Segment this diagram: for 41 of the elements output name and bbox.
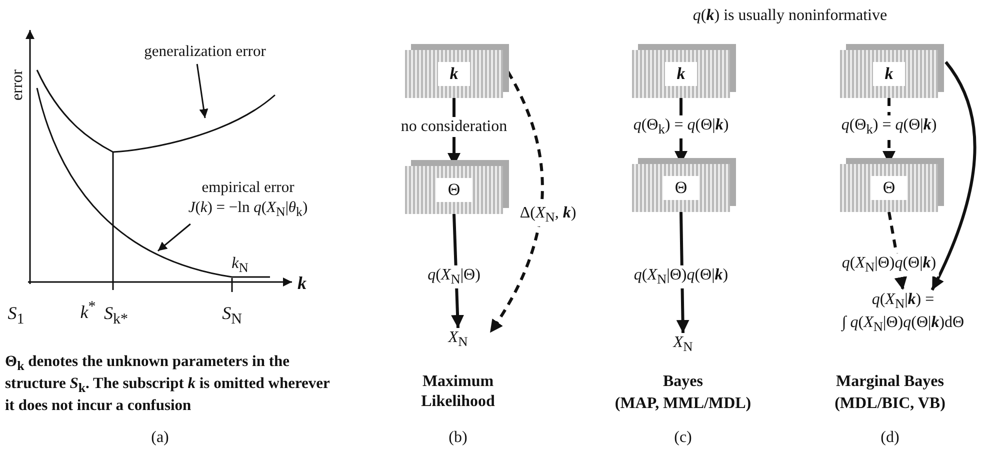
formula-text: ∫ q(X$_{N}$|Θ)q(Θ|k)dΘ bbox=[842, 312, 964, 335]
hatched-block bbox=[840, 164, 938, 212]
curve-label: empirical error bbox=[202, 178, 294, 198]
block-symbol: Θ bbox=[436, 178, 472, 202]
method-subtitle: (MAP, MML/MDL) bbox=[614, 394, 752, 414]
arrow bbox=[488, 70, 544, 334]
axis-mark: S$_{k*}$ bbox=[104, 302, 128, 330]
block-symbol: k bbox=[664, 62, 698, 86]
method-subtitle: (MDL/BIC, VB) bbox=[834, 394, 946, 414]
method-title: Marginal Bayes bbox=[836, 372, 944, 392]
formula-text: q(X$_{N}$|k) = bbox=[872, 290, 934, 312]
hatched-block bbox=[840, 50, 938, 98]
formula-text: X$_{N}$ bbox=[448, 328, 468, 350]
panel-tag: (a) bbox=[151, 428, 169, 448]
title-text: q(k) is usually noninformative bbox=[692, 6, 888, 26]
axis-title: k bbox=[298, 272, 306, 294]
hatched-block bbox=[405, 166, 503, 214]
axis-mark: k$^{*}$ bbox=[80, 298, 96, 324]
block-symbol: k bbox=[872, 62, 906, 86]
caption-text: Θ$_{k}$ denotes the unknown parameters in the structure S$_{k}$. The subscript k is omitted wherever it does not incur a confusion bbox=[5, 352, 331, 416]
panel-tag: (c) bbox=[674, 428, 692, 448]
hatched-block bbox=[632, 164, 730, 212]
panel-tag: (d) bbox=[880, 428, 900, 448]
leader-arrow bbox=[196, 64, 208, 118]
axis-mark: k$_{N}$ bbox=[232, 254, 248, 277]
leader-arrow bbox=[157, 223, 191, 252]
method-title: Bayes bbox=[663, 372, 703, 392]
curve-label: generalization error bbox=[144, 42, 266, 62]
panel-tag: (b) bbox=[448, 428, 468, 448]
axis-title: error bbox=[8, 69, 27, 101]
axis-mark: S$_{1}$ bbox=[8, 302, 24, 330]
block-symbol: Θ bbox=[662, 176, 700, 200]
hatched-block bbox=[632, 50, 730, 98]
block-symbol: k bbox=[438, 62, 470, 86]
axis-mark: S$_{N}$ bbox=[222, 302, 242, 330]
error-curve bbox=[36, 70, 276, 153]
formula-text: J(k) = −ln q(X$_{N}$|θ$_{k}$) bbox=[188, 198, 308, 222]
method-title: Maximum Likelihood bbox=[420, 372, 496, 412]
formula-text: X$_{N}$ bbox=[673, 333, 693, 356]
block-symbol: Θ bbox=[870, 176, 908, 200]
hatched-block bbox=[405, 50, 503, 98]
